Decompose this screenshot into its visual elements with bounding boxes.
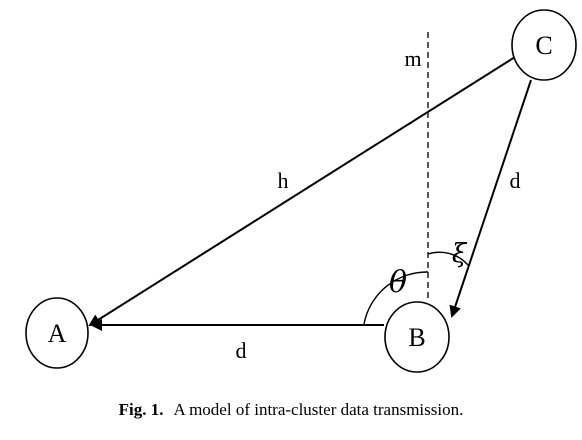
edge-d-label-cb: d xyxy=(510,168,521,193)
node-a-label: A xyxy=(48,319,67,348)
theta-angle-arc xyxy=(363,271,429,325)
xi-label: ξ xyxy=(452,239,468,269)
figure-number: Fig. 1. xyxy=(118,400,164,419)
edge-d-label-ba: d xyxy=(236,338,247,363)
theta-label: θ xyxy=(389,265,407,300)
edge-c-to-a xyxy=(88,56,516,327)
caption-text: A model of intra-cluster data transmissi… xyxy=(173,400,464,419)
node-b xyxy=(384,301,450,373)
line-m-label: m xyxy=(404,46,421,71)
node-c-label: C xyxy=(535,31,552,60)
figure-caption: Fig. 1. A model of intra-cluster data tra… xyxy=(0,400,582,420)
xi-angle-arc xyxy=(427,251,469,266)
edge-h-label: h xyxy=(278,168,289,193)
node-a xyxy=(25,297,89,369)
edge-c-to-b xyxy=(449,79,532,318)
node-b-label: B xyxy=(408,323,425,352)
node-c xyxy=(511,9,577,81)
